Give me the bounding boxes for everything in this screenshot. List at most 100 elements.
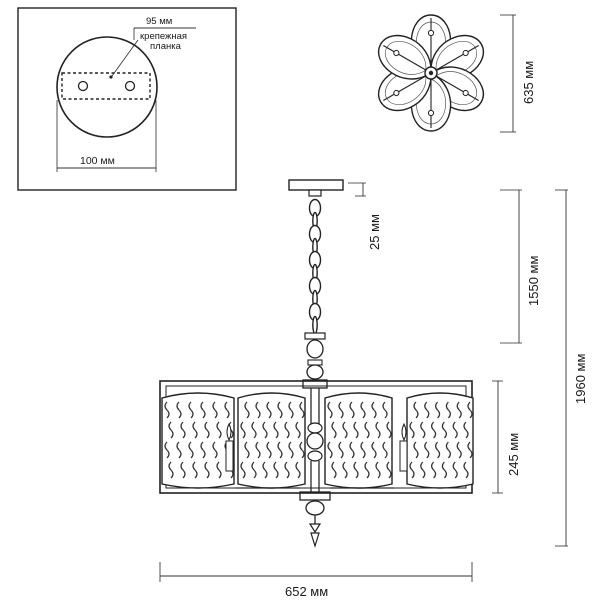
bracket-label-line1: крепежная (140, 31, 187, 42)
glass-texture (420, 421, 426, 439)
mounting-bracket (61, 72, 151, 100)
glass-texture (463, 421, 469, 439)
glass-shades (161, 392, 474, 489)
glass-texture (168, 461, 174, 479)
glass-texture (409, 461, 415, 479)
glass-shade (406, 392, 474, 489)
glass-texture (371, 401, 377, 419)
glass-texture (262, 461, 268, 479)
ceiling-canopy (288, 179, 344, 191)
bracket-hole-right (124, 80, 136, 92)
glass-texture (295, 421, 301, 439)
glass-texture (255, 441, 261, 459)
total-height-label: 1960 мм (573, 354, 588, 404)
glass-texture (164, 441, 170, 459)
glass-texture (382, 441, 388, 459)
glass-texture (266, 401, 272, 419)
glass-texture (192, 461, 198, 479)
glass-texture (452, 421, 458, 439)
glass-shade (324, 392, 393, 489)
glass-texture (386, 421, 392, 439)
glass-texture (327, 441, 333, 459)
glass-shade (161, 392, 235, 489)
glass-texture (273, 461, 279, 479)
glass-texture (456, 401, 462, 419)
glass-texture (180, 421, 186, 439)
candle-bulbs (225, 422, 408, 472)
glass-texture (180, 461, 186, 479)
glass-texture (224, 401, 230, 419)
ceiling-gap-label: 25 мм (367, 214, 382, 250)
glass-texture (463, 461, 469, 479)
top-view-petal (378, 34, 432, 80)
glass-texture (266, 441, 272, 459)
glass-texture (240, 421, 246, 439)
glass-texture (244, 441, 250, 459)
glass-texture (441, 461, 447, 479)
glass-texture (200, 441, 206, 459)
glass-texture (251, 421, 257, 439)
inset-frame (17, 7, 237, 191)
glass-texture (299, 401, 305, 419)
central-stem (299, 332, 331, 549)
glass-texture (284, 421, 290, 439)
glass-texture (200, 401, 206, 419)
glass-texture (456, 441, 462, 459)
glass-texture (431, 421, 437, 439)
glass-texture (244, 401, 250, 419)
glass-texture (251, 461, 257, 479)
glass-shade (237, 392, 306, 489)
glass-texture (349, 401, 355, 419)
glass-texture (431, 461, 437, 479)
glass-texture (176, 441, 182, 459)
ceiling-cup (56, 36, 158, 138)
glass-texture (371, 441, 377, 459)
glass-texture (441, 421, 447, 439)
glass-texture (353, 421, 359, 439)
glass-texture (164, 401, 170, 419)
glass-texture (168, 421, 174, 439)
mount-plate-inset: 95 мм крепежная планка 100 мм (17, 7, 237, 191)
top-view-diameter-label: 635 мм (521, 61, 536, 104)
top-view-petals (378, 14, 484, 132)
glass-texture (342, 461, 348, 479)
glass-texture (409, 421, 415, 439)
glass-texture (338, 441, 344, 459)
glass-texture (331, 421, 337, 439)
glass-texture (262, 421, 268, 439)
glass-texture (424, 441, 430, 459)
glass-texture (342, 421, 348, 439)
glass-texture (277, 441, 283, 459)
glass-texture (240, 461, 246, 479)
glass-texture (364, 421, 370, 439)
glass-texture (204, 421, 210, 439)
glass-texture (349, 441, 355, 459)
front-view (159, 179, 474, 549)
glass-texture (188, 441, 194, 459)
glass-texture (435, 441, 441, 459)
glass-texture (467, 441, 473, 459)
glass-texture (284, 461, 290, 479)
glass-texture (192, 421, 198, 439)
bracket-label-line2: планка (150, 41, 182, 52)
plate-width-label: 95 мм (146, 16, 172, 27)
glass-texture (364, 461, 370, 479)
glass-texture (413, 441, 419, 459)
glass-texture (277, 401, 283, 419)
glass-texture (204, 461, 210, 479)
glass-texture (212, 441, 218, 459)
glass-texture (375, 421, 381, 439)
width-label: 652 мм (285, 584, 328, 599)
glass-texture (413, 401, 419, 419)
glass-texture (216, 421, 222, 439)
base-diameter-label: 100 мм (80, 155, 115, 167)
top-view: 635 мм (378, 14, 536, 133)
glass-texture (273, 421, 279, 439)
glass-texture (188, 401, 194, 419)
bracket-center-dot (109, 75, 113, 79)
glass-texture (288, 441, 294, 459)
glass-texture (360, 441, 366, 459)
glass-texture (176, 401, 182, 419)
glass-texture (331, 461, 337, 479)
